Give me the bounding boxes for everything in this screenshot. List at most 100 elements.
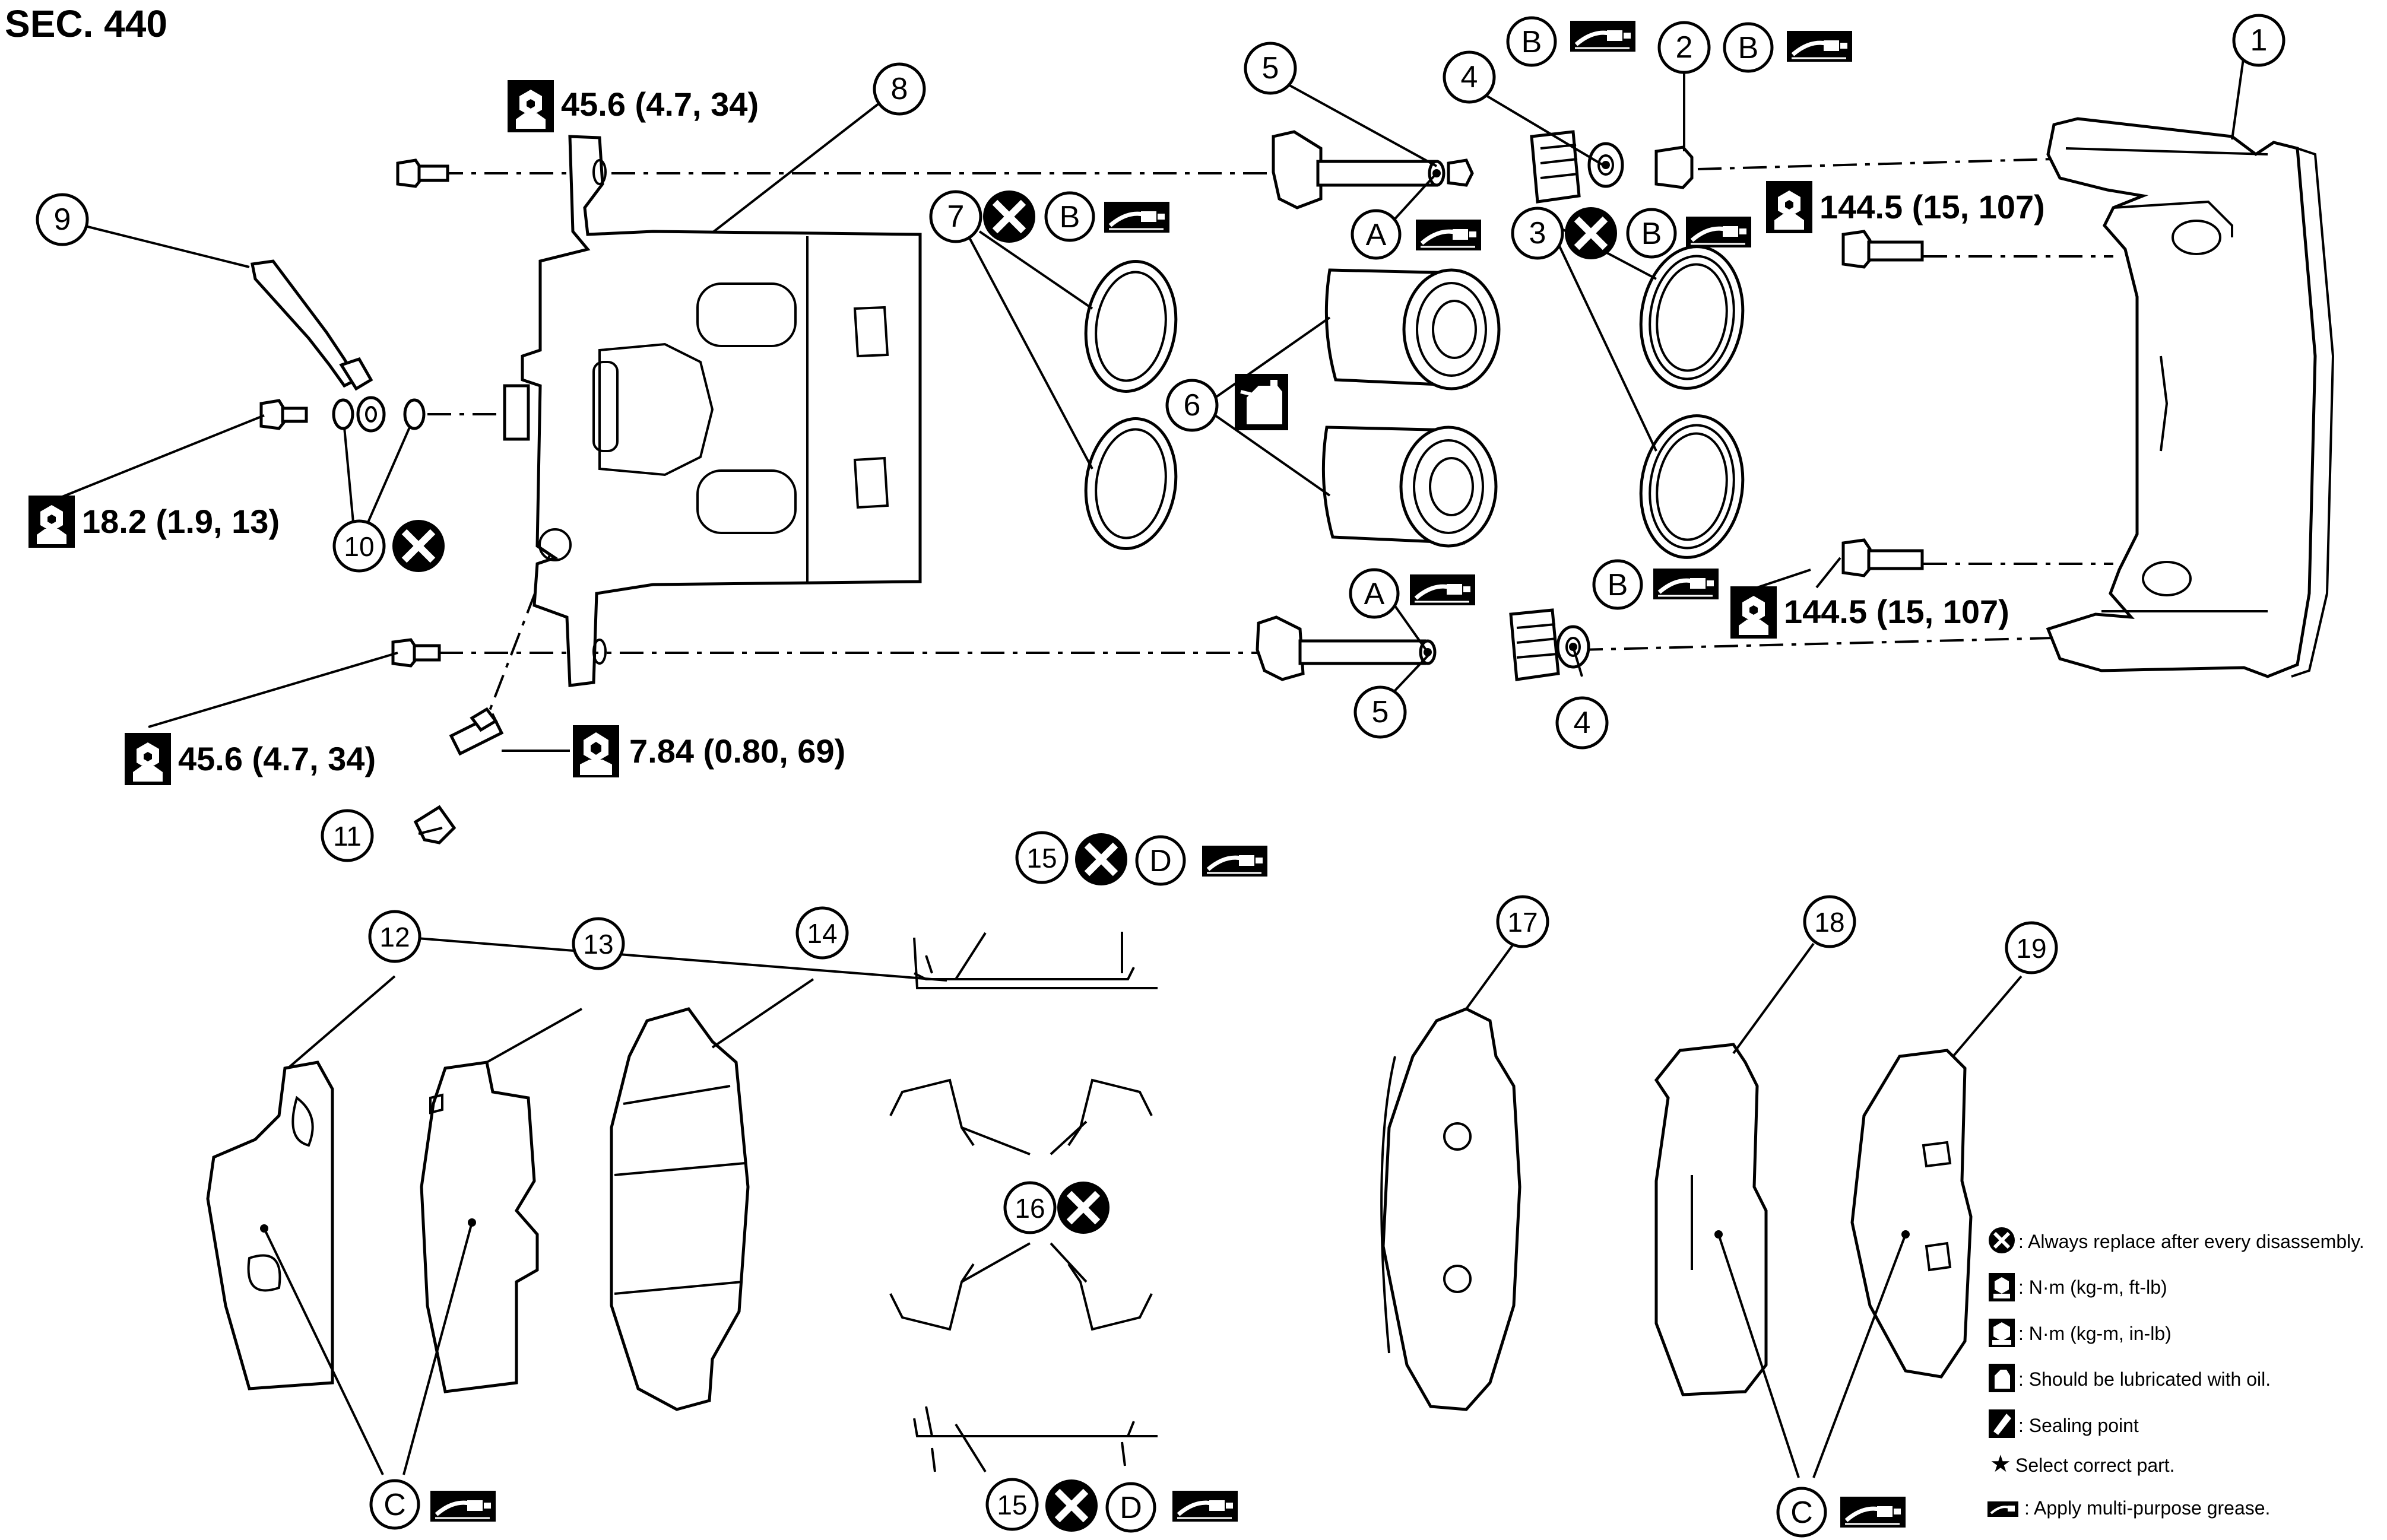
brake-hose	[251, 259, 386, 433]
wrench-inlb-icon	[573, 725, 619, 777]
svg-text:8: 8	[891, 72, 908, 106]
oil-can-icon	[1235, 374, 1288, 430]
svg-text:9: 9	[54, 202, 71, 237]
callout-13: 13	[572, 917, 625, 970]
torque-union-bolt: 18.2 (1.9, 13)	[82, 503, 280, 540]
section-label: SEC. 440	[5, 2, 167, 45]
pad-spring	[889, 1078, 1153, 1331]
callout-14: 14	[795, 906, 849, 960]
pad-shim-outer	[1654, 1043, 1768, 1396]
svg-text:2: 2	[1676, 30, 1693, 65]
callout-12: 12	[368, 910, 421, 963]
callout-5-lower: 5	[1353, 685, 1407, 739]
svg-text:19: 19	[2016, 933, 2046, 964]
svg-text:5: 5	[1262, 51, 1279, 85]
pad-retainer-lower	[913, 1406, 1158, 1472]
callout-6: 6	[1165, 379, 1219, 432]
legend-grease: : Apply multi-purpose grease.	[1987, 1497, 2270, 1519]
svg-text:18: 18	[1814, 907, 1844, 938]
svg-text:B: B	[1060, 200, 1080, 234]
letter-c-left: C	[369, 1479, 420, 1530]
letter-b-4: B	[1506, 16, 1557, 67]
svg-text:17: 17	[1507, 907, 1538, 938]
letter-d-upper: D	[1135, 835, 1186, 886]
grease-gun-icon	[1570, 21, 1635, 52]
svg-text:1: 1	[2250, 23, 2268, 58]
caliper-bracket	[2046, 117, 2335, 678]
callout-17: 17	[1496, 895, 1549, 948]
callout-7: 7	[929, 190, 982, 243]
wrench-ftlb-icon	[1766, 181, 1812, 233]
torque-bracket-bolt-upper: 144.5 (15, 107)	[1819, 188, 2045, 226]
copper-washer	[332, 398, 426, 430]
callout-1: 1	[2232, 14, 2285, 67]
svg-text:11: 11	[333, 821, 362, 852]
svg-text:15: 15	[997, 1490, 1027, 1520]
svg-text:10: 10	[344, 531, 374, 562]
x-circle-icon	[1565, 207, 1617, 259]
callout-8: 8	[873, 62, 926, 116]
legend: : Always replace after every disassembly…	[1987, 1227, 2364, 1519]
wrench-ftlb-icon	[28, 496, 75, 548]
torque-lower-caliper-bolt: 45.6 (4.7, 34)	[178, 740, 376, 777]
bolt-lower-caliper	[391, 638, 441, 668]
svg-text:: Should be lubricated with oi: : Should be lubricated with oil.	[2018, 1368, 2271, 1390]
x-circle-icon	[1075, 833, 1127, 885]
bolt-union	[259, 399, 308, 430]
grease-gun-icon	[1787, 31, 1852, 62]
bleeder-cap	[413, 805, 457, 844]
callout-16: 16	[1003, 1181, 1057, 1234]
leader-lines	[50, 54, 2245, 1478]
svg-text:B: B	[1608, 568, 1628, 602]
svg-text:12: 12	[379, 922, 410, 952]
letter-b-7: B	[1044, 191, 1095, 242]
callout-10: 10	[332, 519, 386, 573]
svg-text:B: B	[1641, 217, 1662, 251]
letter-a-upper: A	[1351, 209, 1402, 260]
svg-text:B: B	[1738, 31, 1759, 65]
grease-gun-icon	[1202, 846, 1267, 877]
x-circle-icon	[1045, 1479, 1098, 1532]
grease-gun-icon	[1104, 202, 1169, 233]
callout-15-lower: 15	[985, 1478, 1039, 1531]
letter-b-4-lower: B	[1592, 559, 1643, 610]
svg-text:5: 5	[1372, 695, 1389, 729]
star-icon: ★	[1990, 1451, 2011, 1477]
callout-19: 19	[2005, 921, 2058, 974]
piston-boot	[1639, 245, 1745, 559]
callout-2: 2	[1657, 21, 1711, 74]
slide-pin-lower	[1256, 615, 1437, 681]
svg-text:7: 7	[947, 199, 965, 234]
svg-text:6: 6	[1184, 388, 1201, 423]
piston	[1321, 268, 1501, 548]
letter-b-3: B	[1626, 208, 1677, 259]
letter-b-2: B	[1723, 22, 1774, 73]
wrench-ftlb-icon	[125, 733, 171, 785]
legend-torque-ftlb: : N·m (kg-m, ft-lb)	[1989, 1273, 2167, 1301]
wrench-ftlb-icon	[508, 80, 554, 132]
grease-gun-icon	[1840, 1497, 1906, 1528]
grease-gun-icon	[1686, 217, 1751, 247]
x-circle-icon	[392, 520, 445, 572]
grease-gun-icon	[430, 1491, 496, 1522]
svg-text:4: 4	[1461, 60, 1478, 94]
letter-c-right: C	[1776, 1487, 1827, 1538]
svg-text:D: D	[1120, 1491, 1142, 1525]
bolt-upper-caliper	[396, 158, 449, 188]
svg-text:Select correct part.: Select correct part.	[2015, 1455, 2175, 1476]
callout-3: 3	[1511, 207, 1564, 260]
pin-boot-lower	[1509, 608, 1590, 681]
svg-text:: N·m (kg-m, ft-lb): : N·m (kg-m, ft-lb)	[2018, 1277, 2167, 1298]
pad-shim-inner-outer	[206, 1060, 334, 1390]
grease-gun-icon	[1410, 574, 1475, 605]
slide-pin-upper	[1272, 130, 1474, 209]
letter-a-lower: A	[1349, 568, 1400, 619]
svg-text:: N·m (kg-m, in-lb): : N·m (kg-m, in-lb)	[2018, 1323, 2172, 1344]
svg-text:C: C	[383, 1488, 406, 1522]
bolt-bracket-upper	[1841, 230, 1924, 269]
callout-4-lower: 4	[1555, 696, 1609, 750]
callout-4-upper: 4	[1443, 50, 1496, 104]
callout-5-upper: 5	[1244, 42, 1297, 95]
caliper-body	[503, 135, 922, 687]
